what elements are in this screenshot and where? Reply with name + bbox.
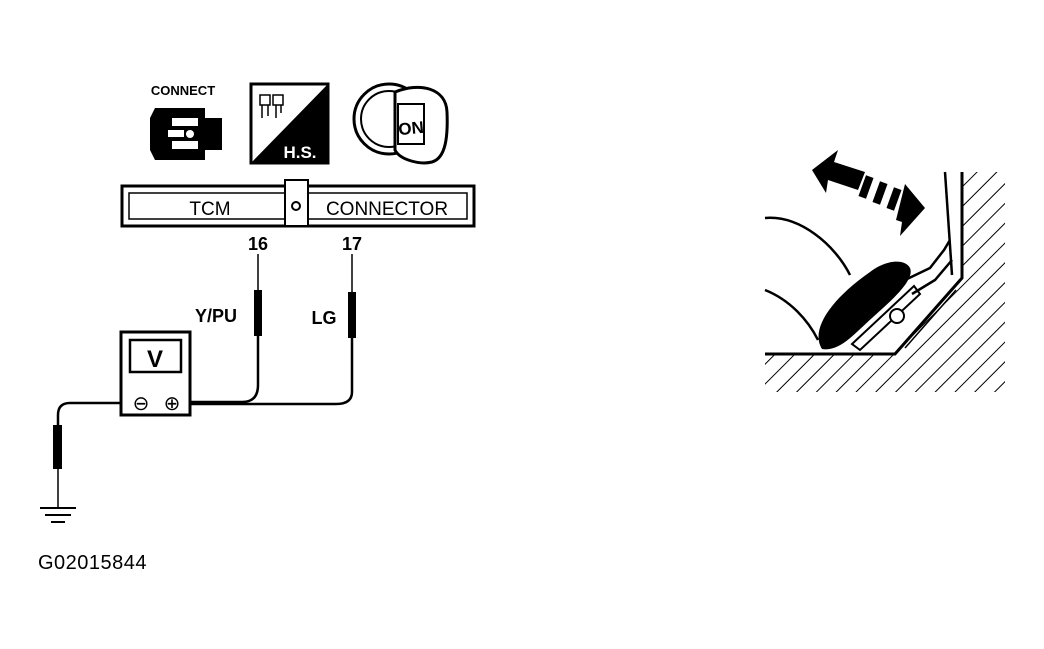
pedal-motion-arrows-icon: [812, 150, 925, 236]
figure-id: G02015844: [38, 552, 148, 574]
ground-symbol: [40, 507, 76, 523]
tcm-connector: TCM CONNECTOR: [120, 179, 476, 228]
voltmeter: V ⊖ ⊕: [119, 330, 192, 417]
ignition-key-icon: ON: [352, 82, 449, 165]
voltmeter-positive-terminal: ⊕: [164, 393, 181, 415]
connect-icon-label: CONNECT: [151, 83, 215, 98]
ignition-on-label: ON: [398, 118, 425, 139]
terminal-number-a: 16: [248, 234, 268, 254]
connect-icon: CONNECT: [150, 83, 222, 160]
connector-left-label: TCM: [189, 199, 230, 220]
voltmeter-symbol: V: [147, 346, 163, 373]
probe-a: [190, 254, 262, 404]
wire-label-b: LG: [312, 308, 337, 328]
hot-soak-icon: H.S.: [249, 82, 330, 165]
accelerator-pedal-illustration: [764, 150, 1005, 392]
terminal-number-b: 17: [342, 234, 362, 254]
connector-right-label: CONNECTOR: [326, 199, 448, 220]
voltmeter-negative-terminal: ⊖: [133, 393, 150, 415]
hot-soak-label: H.S.: [283, 143, 316, 162]
ground-lead: [53, 401, 121, 508]
wire-label-a: Y/PU: [195, 306, 237, 326]
probe-b: [190, 254, 356, 406]
